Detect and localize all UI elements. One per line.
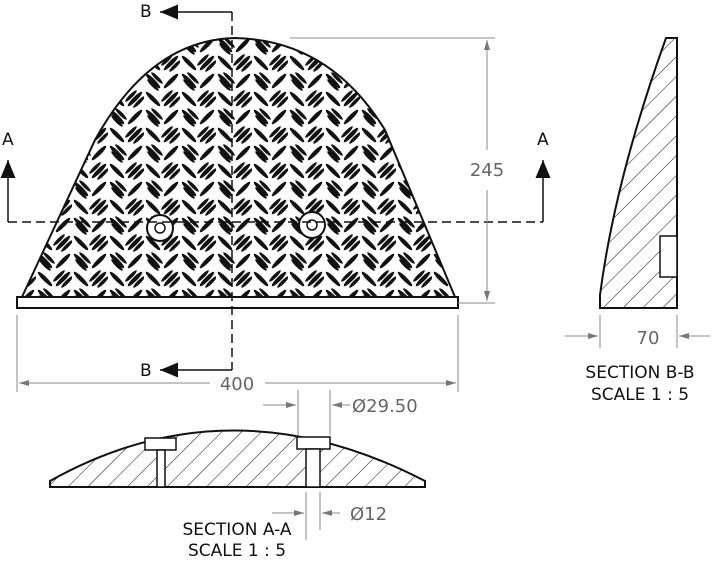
- plan-view: A A B B 245 400: [0, 2, 551, 395]
- section-bb-scale: SCALE 1 : 5: [591, 385, 689, 405]
- dimension-pocket-diameter: Ø29.50: [263, 390, 418, 435]
- dimension-depth: 70: [565, 315, 710, 349]
- section-aa-profile: [49, 429, 426, 488]
- pocket-right: [296, 436, 331, 450]
- bolt-hole-left: [156, 449, 166, 488]
- section-mark-b-top: B: [140, 2, 152, 22]
- section-bb-view: 70 SECTION B-B SCALE 1 : 5: [565, 37, 710, 405]
- section-bb-title: SECTION B-B: [585, 363, 694, 383]
- mounting-hole-right: [298, 211, 326, 239]
- svg-text:400: 400: [220, 374, 254, 395]
- section-bb-pocket: [659, 235, 678, 278]
- svg-text:Ø29.50: Ø29.50: [352, 396, 418, 417]
- section-mark-a-right: A: [537, 130, 549, 150]
- bolt-hole-right: [305, 448, 321, 488]
- mounting-hole-left: [146, 214, 174, 242]
- section-aa-scale: SCALE 1 : 5: [188, 541, 286, 561]
- section-aa-title: SECTION A-A: [183, 520, 292, 540]
- section-mark-a-left: A: [2, 130, 14, 150]
- base-plate: [16, 296, 459, 309]
- svg-text:245: 245: [470, 160, 504, 181]
- pocket-left: [144, 437, 177, 451]
- section-mark-b-bottom: B: [140, 361, 152, 381]
- dimension-height: 245: [290, 37, 504, 304]
- section-aa-view: Ø29.50 Ø12 SECTION A-A SCALE 1 : 5: [49, 390, 426, 561]
- speed-bump-top-surface: [20, 36, 457, 298]
- svg-text:Ø12: Ø12: [350, 504, 387, 525]
- svg-text:70: 70: [637, 328, 660, 349]
- dimension-hole-diameter: Ø12: [272, 492, 387, 540]
- section-bb-profile: [599, 37, 678, 309]
- dimension-width: 400: [16, 315, 459, 395]
